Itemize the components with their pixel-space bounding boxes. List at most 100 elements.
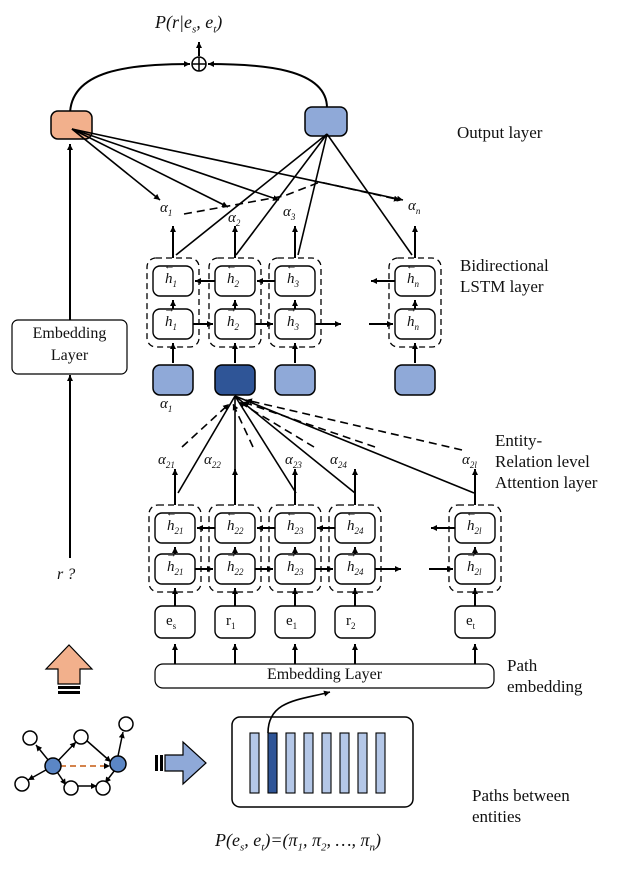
path-token-box-4 — [454, 605, 496, 639]
forward-arrow-icon: → — [286, 548, 297, 560]
path-bar-1 — [267, 732, 278, 794]
backward-arrow-icon: ← — [166, 507, 177, 519]
path-token-label-4: et — [466, 613, 476, 631]
forward-arrow-icon: → — [226, 548, 237, 560]
path-token-box-2 — [274, 605, 316, 639]
blue-right-arrow-icon — [155, 740, 207, 786]
lower-attention-weight-3: α23 — [285, 452, 302, 470]
forward-arrow-icon: → — [466, 548, 477, 560]
lower-bilstm — [148, 469, 502, 606]
lower-attention-weight-2: α22 — [204, 452, 221, 470]
embedding-layer-left-line2: Layer — [50, 347, 89, 364]
path-bar-4 — [321, 732, 332, 794]
upper-embed-node-2 — [214, 364, 256, 396]
path-bar-2 — [285, 732, 296, 794]
relation-output-node — [50, 110, 93, 140]
upper-node-attention-label: α1 — [160, 396, 173, 414]
paths-label-line1: Paths between — [472, 786, 570, 805]
lower-attention-weight-1: α21 — [158, 452, 175, 470]
path-tokens — [154, 605, 496, 639]
embedding-layer-bottom-box — [154, 663, 495, 689]
path-bar-0 — [249, 732, 260, 794]
lowerLstm-cell-group-3 — [328, 504, 382, 593]
attention-dashed-lower — [181, 398, 463, 451]
embedding-layer-bottom-label: Embedding Layer — [266, 666, 383, 683]
output-merge — [69, 42, 328, 116]
entrel-label-line3: Attention layer — [495, 473, 598, 492]
pathemb-label-line1: Path — [507, 656, 538, 675]
upperLstm-forward-label-0: h1→ — [164, 303, 177, 332]
upper-bilstm — [146, 226, 442, 363]
backward-arrow-icon: ← — [226, 507, 237, 519]
backward-arrow-icon: ← — [286, 507, 297, 519]
path-bar-3 — [303, 732, 314, 794]
lowerLstm-backward-label-4: h2l← — [466, 507, 482, 536]
lowerLstm-forward-label-1: h22→ — [226, 548, 244, 577]
upper-attention-weight-3: α3 — [283, 204, 296, 222]
embedding-to-token-arrows — [172, 644, 478, 664]
lower-attention-weight-4: α24 — [330, 452, 347, 470]
path-token-label-3: r2 — [346, 613, 356, 631]
lowerLstm-backward-label-2: h23← — [286, 507, 304, 536]
top-formula: P(r|es, et) — [155, 12, 223, 36]
backward-arrow-icon: ← — [286, 260, 297, 272]
forward-arrow-icon: → — [406, 303, 417, 315]
path-bar-5 — [339, 732, 350, 794]
backward-arrow-icon: ← — [406, 260, 417, 272]
knowledge-graph-icon — [14, 716, 134, 796]
forward-arrow-icon: → — [164, 303, 175, 315]
path-token-box-3 — [334, 605, 376, 639]
upperLstm-forward-label-3: hn→ — [406, 303, 419, 332]
path-token-box-0 — [154, 605, 196, 639]
lowerLstm-backward-label-3: h24← — [346, 507, 364, 536]
lowerLstm-forward-label-4: h2l→ — [466, 548, 482, 577]
upper-embed-node-1 — [152, 364, 194, 396]
path-bars — [249, 732, 386, 794]
output-layer-label: Output layer — [457, 123, 543, 142]
bilstm-label-line2: LSTM layer — [460, 277, 544, 296]
upperLstm-backward-cell-0 — [152, 265, 194, 297]
backward-arrow-icon: ← — [164, 260, 175, 272]
pathemb-label-line2: embedding — [507, 677, 583, 696]
lowerLstm-backward-label-0: h21← — [166, 507, 184, 536]
upper-attention-weight-2: α2 — [228, 210, 241, 228]
lowerLstm-cell-group-2 — [268, 504, 322, 593]
lowerLstm-cell-group-4 — [448, 504, 502, 593]
bilstm-label-line1: Bidirectional — [460, 256, 549, 275]
upperLstm-forward-label-2: h3→ — [286, 303, 299, 332]
embedding-layer-left-box — [11, 319, 128, 375]
attention-dashed-upper — [183, 181, 401, 215]
path-token-label-2: e1 — [286, 613, 298, 631]
lower-attention-weight-5: α2l — [462, 452, 477, 470]
upper-attention-weight-4: αn — [408, 198, 421, 216]
upperLstm-forward-label-1: h2→ — [226, 303, 239, 332]
forward-arrow-icon: → — [286, 303, 297, 315]
upperLstm-backward-label-3: hn← — [406, 260, 419, 289]
backward-arrow-icon: ← — [226, 260, 237, 272]
upperLstm-backward-label-1: h2← — [226, 260, 239, 289]
lowerLstm-backward-cell-0 — [154, 512, 196, 544]
backward-arrow-icon: ← — [346, 507, 357, 519]
upperLstm-backward-label-2: h3← — [286, 260, 299, 289]
bottom-formula: P(es, et)=(π1, π2, …, πn) — [215, 830, 382, 854]
oplus-icon — [191, 56, 207, 72]
entrel-label-line1: Entity- — [495, 431, 543, 450]
path-bar-7 — [375, 732, 386, 794]
embedding-layer-left-line1: Embedding — [32, 325, 107, 342]
lowerLstm-cell-group-1 — [208, 504, 262, 593]
query-label: r ? — [57, 566, 76, 583]
lowerLstm-forward-label-0: h21→ — [166, 548, 184, 577]
upper-embed-node-n — [394, 364, 436, 396]
path-token-box-1 — [214, 605, 256, 639]
lowerLstm-forward-label-2: h23→ — [286, 548, 304, 577]
upperLstm-backward-label-0: h1← — [164, 260, 177, 289]
upper-attention-weight-1: α1 — [160, 200, 173, 218]
paths-label-line2: entities — [472, 807, 522, 826]
forward-arrow-icon: → — [166, 548, 177, 560]
entrel-label-line2: Relation level — [495, 452, 590, 471]
lowerLstm-backward-label-1: h22← — [226, 507, 244, 536]
path-output-node — [304, 106, 348, 137]
forward-arrow-icon: → — [226, 303, 237, 315]
forward-arrow-icon: → — [346, 548, 357, 560]
